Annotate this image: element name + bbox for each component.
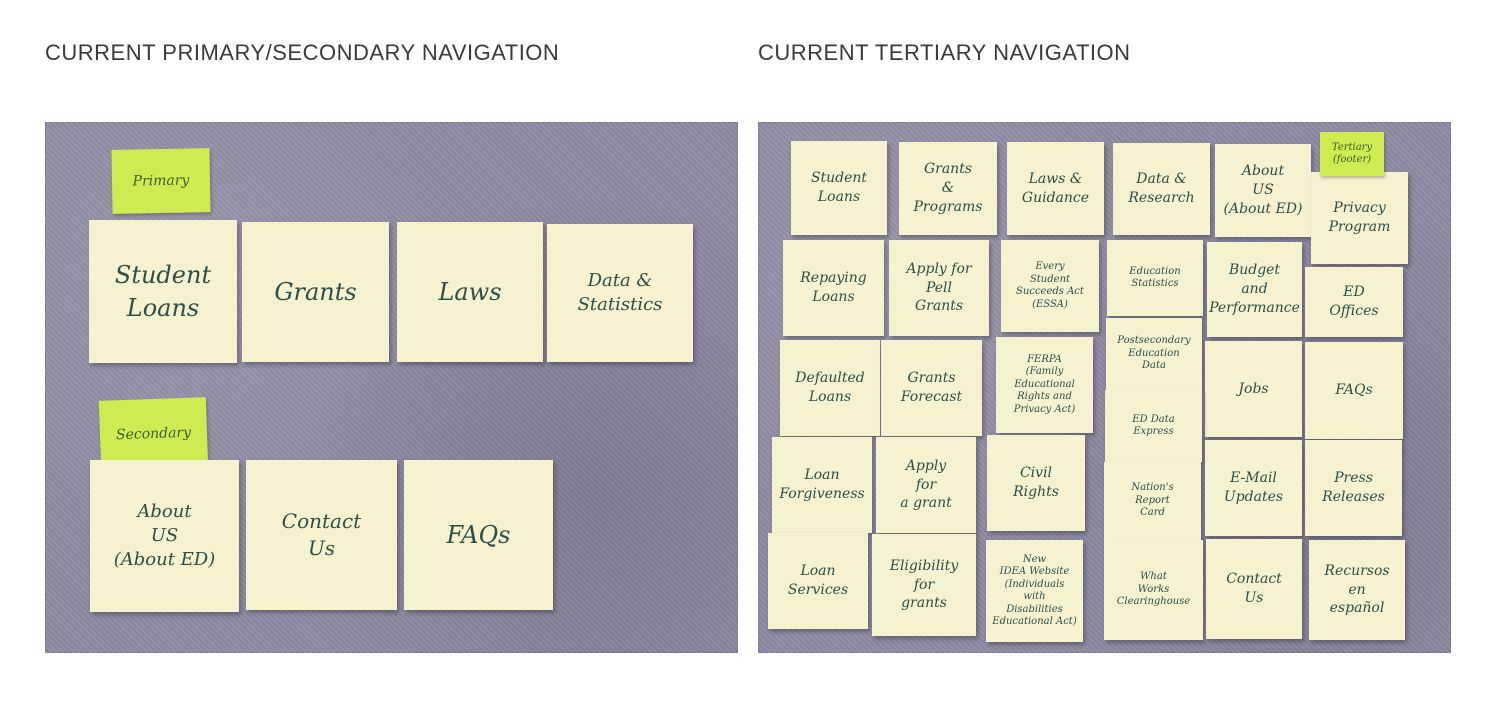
sticky-note-faqs: FAQs	[404, 460, 553, 610]
sticky-note-essa: Every Student Succeeds Act (ESSA)	[1001, 240, 1099, 332]
sticky-note-budget-performance: Budget and Performance	[1207, 242, 1302, 337]
primary-secondary-photo: Primary Student Loans Grants Laws Data &…	[45, 122, 738, 653]
sticky-note-loan-forgiveness: Loan Forgiveness	[772, 437, 872, 533]
sticky-note-contact-us: Contact Us	[246, 460, 397, 610]
sticky-note-grants-forecast: Grants Forecast	[881, 340, 982, 436]
tertiary-heading: CURRENT TERTIARY NAVIGATION	[758, 40, 1131, 65]
sticky-note-idea-website: New IDEA Website (Individuals with Disab…	[986, 540, 1083, 642]
sticky-note-apply-pell-grants: Apply for Pell Grants	[889, 240, 989, 336]
sticky-note-grants-programs: Grants & Programs	[899, 142, 997, 235]
sticky-note-laws-guidance: Laws & Guidance	[1007, 142, 1104, 235]
sticky-note-grants: Grants	[242, 222, 389, 362]
sticky-note-student-loans: Student Loans	[791, 141, 887, 235]
tertiary-photo: Student Loans Grants & Programs Laws & G…	[758, 122, 1451, 653]
sticky-note-what-works-clearinghouse: What Works Clearinghouse	[1104, 540, 1203, 640]
sticky-note-about-us: About US (About ED)	[1215, 144, 1311, 237]
sticky-note-press-releases: Press Releases	[1305, 440, 1402, 536]
sticky-note-jobs: Jobs	[1205, 341, 1302, 437]
sticky-note-postsecondary-data: Postsecondary Education Data	[1106, 318, 1202, 390]
sticky-note-education-statistics: Education Statistics	[1107, 240, 1203, 316]
sticky-note-student-loans: Student Loans	[89, 220, 237, 363]
sticky-note-recursos-en-espanol: Recursos en español	[1309, 540, 1405, 640]
sticky-note-data-statistics: Data & Statistics	[547, 224, 693, 362]
sticky-note-privacy-program: Privacy Program	[1311, 172, 1408, 264]
sticky-note-email-updates: E-Mail Updates	[1205, 440, 1302, 536]
sticky-note-civil-rights: Civil Rights	[987, 435, 1085, 531]
sticky-note-ed-offices: ED Offices	[1305, 267, 1403, 337]
primary-tag-note: Primary	[111, 148, 211, 214]
tertiary-tag-note: Tertiary (footer)	[1320, 132, 1384, 176]
sticky-note-nations-report-card: Nation's Report Card	[1104, 462, 1201, 540]
sticky-note-apply-for-a-grant: Apply for a grant	[876, 437, 976, 533]
sticky-note-defaulted-loans: Defaulted Loans	[780, 340, 880, 436]
sticky-note-loan-services: Loan Services	[768, 533, 868, 629]
sticky-note-eligibility-grants: Eligibility for grants	[872, 534, 976, 636]
sticky-note-laws: Laws	[397, 222, 543, 362]
primary-secondary-heading: CURRENT PRIMARY/SECONDARY NAVIGATION	[45, 40, 560, 65]
sticky-note-ferpa: FERPA (Family Educational Rights and Pri…	[996, 337, 1093, 433]
sticky-note-repaying-loans: Repaying Loans	[783, 240, 884, 336]
sticky-note-faqs: FAQs	[1305, 342, 1403, 439]
sticky-note-contact-us: Contact Us	[1206, 539, 1302, 639]
sticky-note-ed-data-express: ED Data Express	[1105, 390, 1202, 462]
sticky-note-data-research: Data & Research	[1113, 143, 1210, 235]
sticky-note-about-us: About US (About ED)	[90, 460, 239, 612]
